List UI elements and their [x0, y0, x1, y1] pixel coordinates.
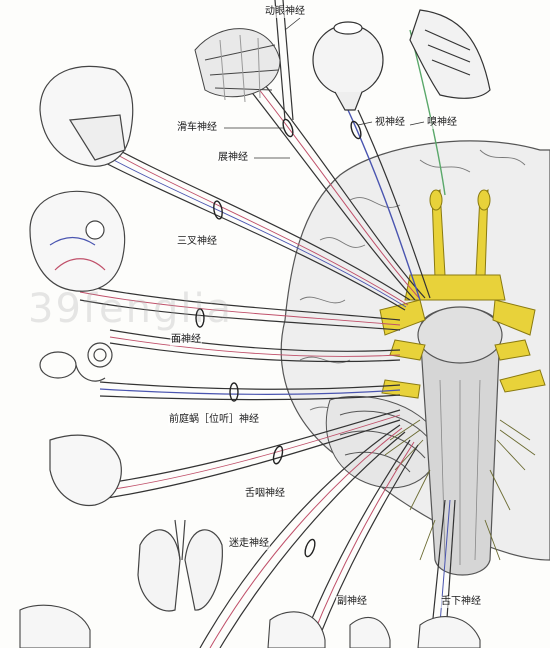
- bottom-figures: [19, 604, 481, 648]
- cerebellum: [325, 395, 441, 489]
- lungs: [137, 519, 223, 612]
- label-trochlear-nerve: 滑车神经: [176, 122, 218, 134]
- label-accessory-nerve: 副神经: [336, 596, 368, 608]
- nerve-roots: [379, 189, 546, 399]
- label-abducens-nerve: 展神经: [217, 152, 249, 164]
- head-middle: [29, 190, 126, 292]
- label-trigeminal-nerve: 三叉神经: [176, 236, 218, 248]
- label-vagus-nerve: 迷走神经: [228, 538, 270, 550]
- watermark: 39fenglia: [28, 286, 234, 332]
- label-vestibulocochlear-nerve: 前庭蜗［位听］神经: [168, 414, 260, 426]
- eyeball: [312, 21, 384, 111]
- brainstem: [417, 306, 503, 576]
- label-facial-nerve: 面神经: [170, 334, 202, 346]
- nerve-rings: [195, 118, 362, 558]
- head-lower: [49, 434, 122, 507]
- leader-lines: [224, 17, 425, 159]
- label-glossopharyngeal-nerve: 舌咽神经: [244, 488, 286, 500]
- head-top: [39, 65, 134, 167]
- inner-ear: [39, 342, 113, 382]
- nose: [409, 9, 491, 99]
- eye-muscles: [194, 28, 281, 103]
- label-optic-nerve: 视神经: [374, 117, 406, 129]
- label-hypoglossal-nerve: 舌下神经: [440, 596, 482, 608]
- label-olfactory-nerve: 嗅神经: [426, 117, 458, 129]
- label-oculomotor-nerve: 动眼神经: [264, 6, 306, 18]
